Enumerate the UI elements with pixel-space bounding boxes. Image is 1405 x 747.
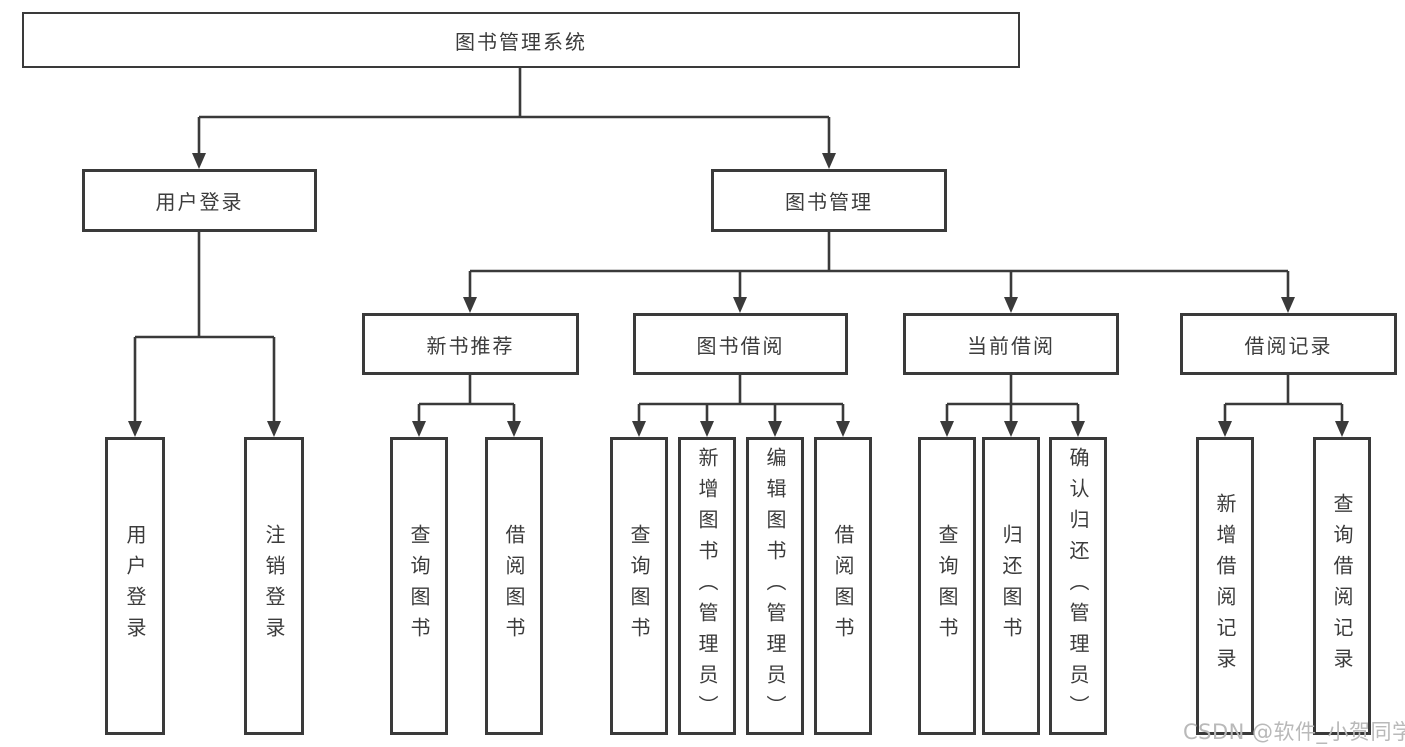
leaf-add-book-admin-label: 新增图书（管理员） [695, 446, 719, 726]
leaf-recommend-query-book: 查询图书 [390, 437, 448, 735]
leaf-edit-book-admin-label: 编辑图书（管理员） [763, 446, 787, 726]
leaf-logout-label: 注销登录 [262, 524, 286, 648]
node-user-login-label: 用户登录 [155, 190, 244, 214]
leaf-add-book-admin: 新增图书（管理员） [678, 437, 736, 735]
node-borrow-record-label: 借阅记录 [1244, 333, 1333, 358]
leaf-edit-book-admin: 编辑图书（管理员） [746, 437, 804, 735]
leaf-borrow-book-label: 借阅图书 [831, 524, 855, 648]
leaf-confirm-return-admin: 确认归还（管理员） [1049, 437, 1107, 735]
node-book-management-label: 图书管理 [785, 190, 873, 214]
leaf-borrow-book: 借阅图书 [814, 437, 872, 735]
leaf-current-query-book: 查询图书 [918, 437, 976, 735]
leaf-return-book: 归还图书 [982, 437, 1040, 735]
leaf-return-book-label: 归还图书 [999, 524, 1023, 648]
node-current-borrow: 当前借阅 [903, 313, 1119, 375]
leaf-recommend-query-book-label: 查询图书 [407, 524, 431, 648]
arrowhead-icons [128, 153, 1349, 437]
node-current-borrow-label: 当前借阅 [967, 333, 1055, 358]
leaf-recommend-borrow-book: 借阅图书 [485, 437, 543, 735]
node-root: 图书管理系统 [22, 12, 1020, 68]
leaf-user-login-label: 用户登录 [123, 524, 147, 648]
node-book-borrow: 图书借阅 [633, 313, 848, 375]
node-borrow-record: 借阅记录 [1180, 313, 1397, 375]
csdn-watermark: CSDN @软件_小贺同学 [1183, 720, 1405, 744]
leaf-borrow-query-book: 查询图书 [610, 437, 668, 735]
leaf-user-login: 用户登录 [105, 437, 165, 735]
leaf-query-borrow-record: 查询借阅记录 [1313, 437, 1371, 735]
leaf-recommend-borrow-book-label: 借阅图书 [502, 524, 526, 648]
node-book-management: 图书管理 [711, 169, 947, 232]
leaf-query-borrow-record-label: 查询借阅记录 [1330, 493, 1354, 679]
leaf-add-borrow-record: 新增借阅记录 [1196, 437, 1254, 735]
node-new-book-recommend-label: 新书推荐 [426, 333, 515, 358]
node-new-book-recommend: 新书推荐 [362, 313, 579, 375]
leaf-current-query-book-label: 查询图书 [935, 524, 959, 648]
leaf-confirm-return-admin-label: 确认归还（管理员） [1066, 446, 1090, 726]
leaf-borrow-query-book-label: 查询图书 [627, 524, 651, 648]
node-book-borrow-label: 图书借阅 [696, 333, 785, 358]
node-root-label: 图书管理系统 [455, 29, 587, 54]
leaf-add-borrow-record-label: 新增借阅记录 [1213, 493, 1237, 679]
node-user-login: 用户登录 [82, 169, 317, 232]
leaf-logout: 注销登录 [244, 437, 304, 735]
